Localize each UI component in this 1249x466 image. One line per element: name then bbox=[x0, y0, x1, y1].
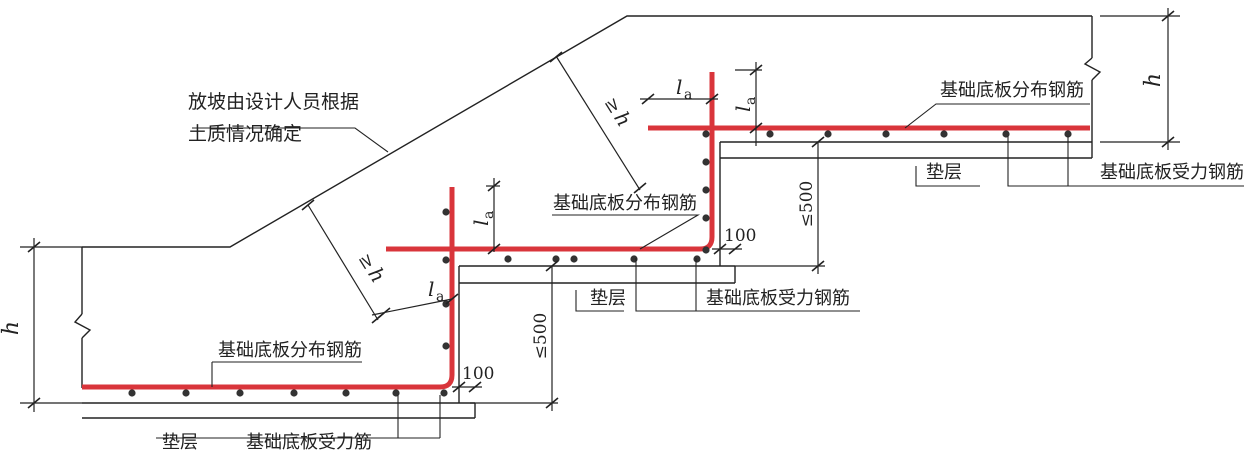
dist-rebar-label-lower: 基础底板分布钢筋 bbox=[218, 340, 362, 361]
rebar-bar-dot bbox=[702, 214, 710, 222]
rebar-bar-dot bbox=[182, 389, 190, 397]
rebar-bar-dot bbox=[882, 130, 890, 138]
dim-la-lower: l a bbox=[428, 277, 444, 305]
rebar-bar-dot bbox=[392, 389, 400, 397]
dist-rebar-label-upper: 基础底板分布钢筋 bbox=[940, 80, 1084, 101]
slope-note-line1: 放坡由设计人员根据 bbox=[188, 91, 359, 113]
dist-rebar-label-middle: 基础底板分布钢筋 bbox=[553, 193, 697, 214]
main-rebar-label-upper: 基础底板受力钢筋 bbox=[1100, 162, 1244, 183]
slope-note-line2: 土质情况确定 bbox=[188, 123, 302, 145]
dim-h-left: h bbox=[0, 321, 24, 335]
la-l: l bbox=[676, 75, 682, 99]
rebar-bar-dot bbox=[236, 389, 244, 397]
rebar-bar-dot bbox=[1064, 130, 1072, 138]
rebar-bar-dot bbox=[702, 130, 710, 138]
dim-h-right: h bbox=[1141, 73, 1166, 87]
annotations: 放坡由设计人员根据 土质情况确定 基础底板分布钢筋 基础底板分布钢筋 基础底板分… bbox=[0, 73, 1244, 453]
dim-la-middle: l a bbox=[469, 211, 497, 226]
la-a: a bbox=[481, 211, 497, 219]
main-rebar-label-middle: 基础底板受力钢筋 bbox=[706, 288, 850, 309]
rebar-bar-dot bbox=[824, 130, 832, 138]
dim-le500-lower: ≤500 bbox=[531, 313, 551, 360]
rebar-bar-dot bbox=[940, 130, 948, 138]
rebar-bar-dot bbox=[552, 255, 560, 263]
la-l: l bbox=[469, 220, 493, 226]
dimension-lines bbox=[20, 8, 1180, 412]
cushion-label-middle: 垫层 bbox=[590, 288, 626, 309]
rebar-bar-dot bbox=[440, 389, 448, 397]
leader-lines bbox=[156, 103, 1244, 439]
rebar-bar-dot bbox=[570, 255, 578, 263]
dim-la-upper-v: l a bbox=[731, 97, 759, 112]
la-a: a bbox=[743, 97, 759, 105]
rebar-bar-dot bbox=[702, 246, 710, 254]
cushion-label-lower: 垫层 bbox=[162, 432, 198, 453]
cushion-label-upper: 垫层 bbox=[926, 162, 962, 183]
dim-100-middle: 100 bbox=[724, 226, 756, 246]
rebar-bar-dot bbox=[1002, 130, 1010, 138]
rebar-middle bbox=[386, 72, 715, 252]
rebar-lower bbox=[82, 187, 455, 390]
rebar-bar-dot bbox=[702, 186, 710, 194]
la-l: l bbox=[731, 106, 755, 112]
rebar-bar-dot bbox=[442, 256, 450, 264]
cushion-middle bbox=[458, 255, 736, 392]
dim-la-upper-h: l a bbox=[676, 75, 692, 103]
cushion-lower bbox=[82, 392, 476, 419]
dim-ge-h-upper: ≥ h bbox=[600, 94, 637, 131]
rebar-bar-dot bbox=[702, 158, 710, 166]
dim-ge-h-lower: ≥ h bbox=[354, 250, 391, 287]
rebar-bar-dot bbox=[442, 342, 450, 350]
dim-100-lower: 100 bbox=[462, 364, 494, 384]
rebar-bar-dot bbox=[442, 208, 450, 216]
dim-le500-upper: ≤500 bbox=[797, 181, 817, 228]
cushion-upper bbox=[719, 125, 1093, 255]
rebar-bar-dot bbox=[766, 130, 774, 138]
la-a: a bbox=[684, 87, 692, 103]
rebar-bar-dot bbox=[693, 255, 701, 263]
rebar-bar-dot bbox=[128, 389, 136, 397]
slope-outline bbox=[73, 15, 1102, 388]
rebar-bar-dot bbox=[342, 389, 350, 397]
la-l: l bbox=[428, 277, 434, 301]
rebar-bar-dot bbox=[504, 255, 512, 263]
main-rebar-label-lower: 基础底板受力筋 bbox=[246, 432, 372, 453]
la-a: a bbox=[436, 289, 444, 305]
rebar-bar-dot bbox=[290, 389, 298, 397]
